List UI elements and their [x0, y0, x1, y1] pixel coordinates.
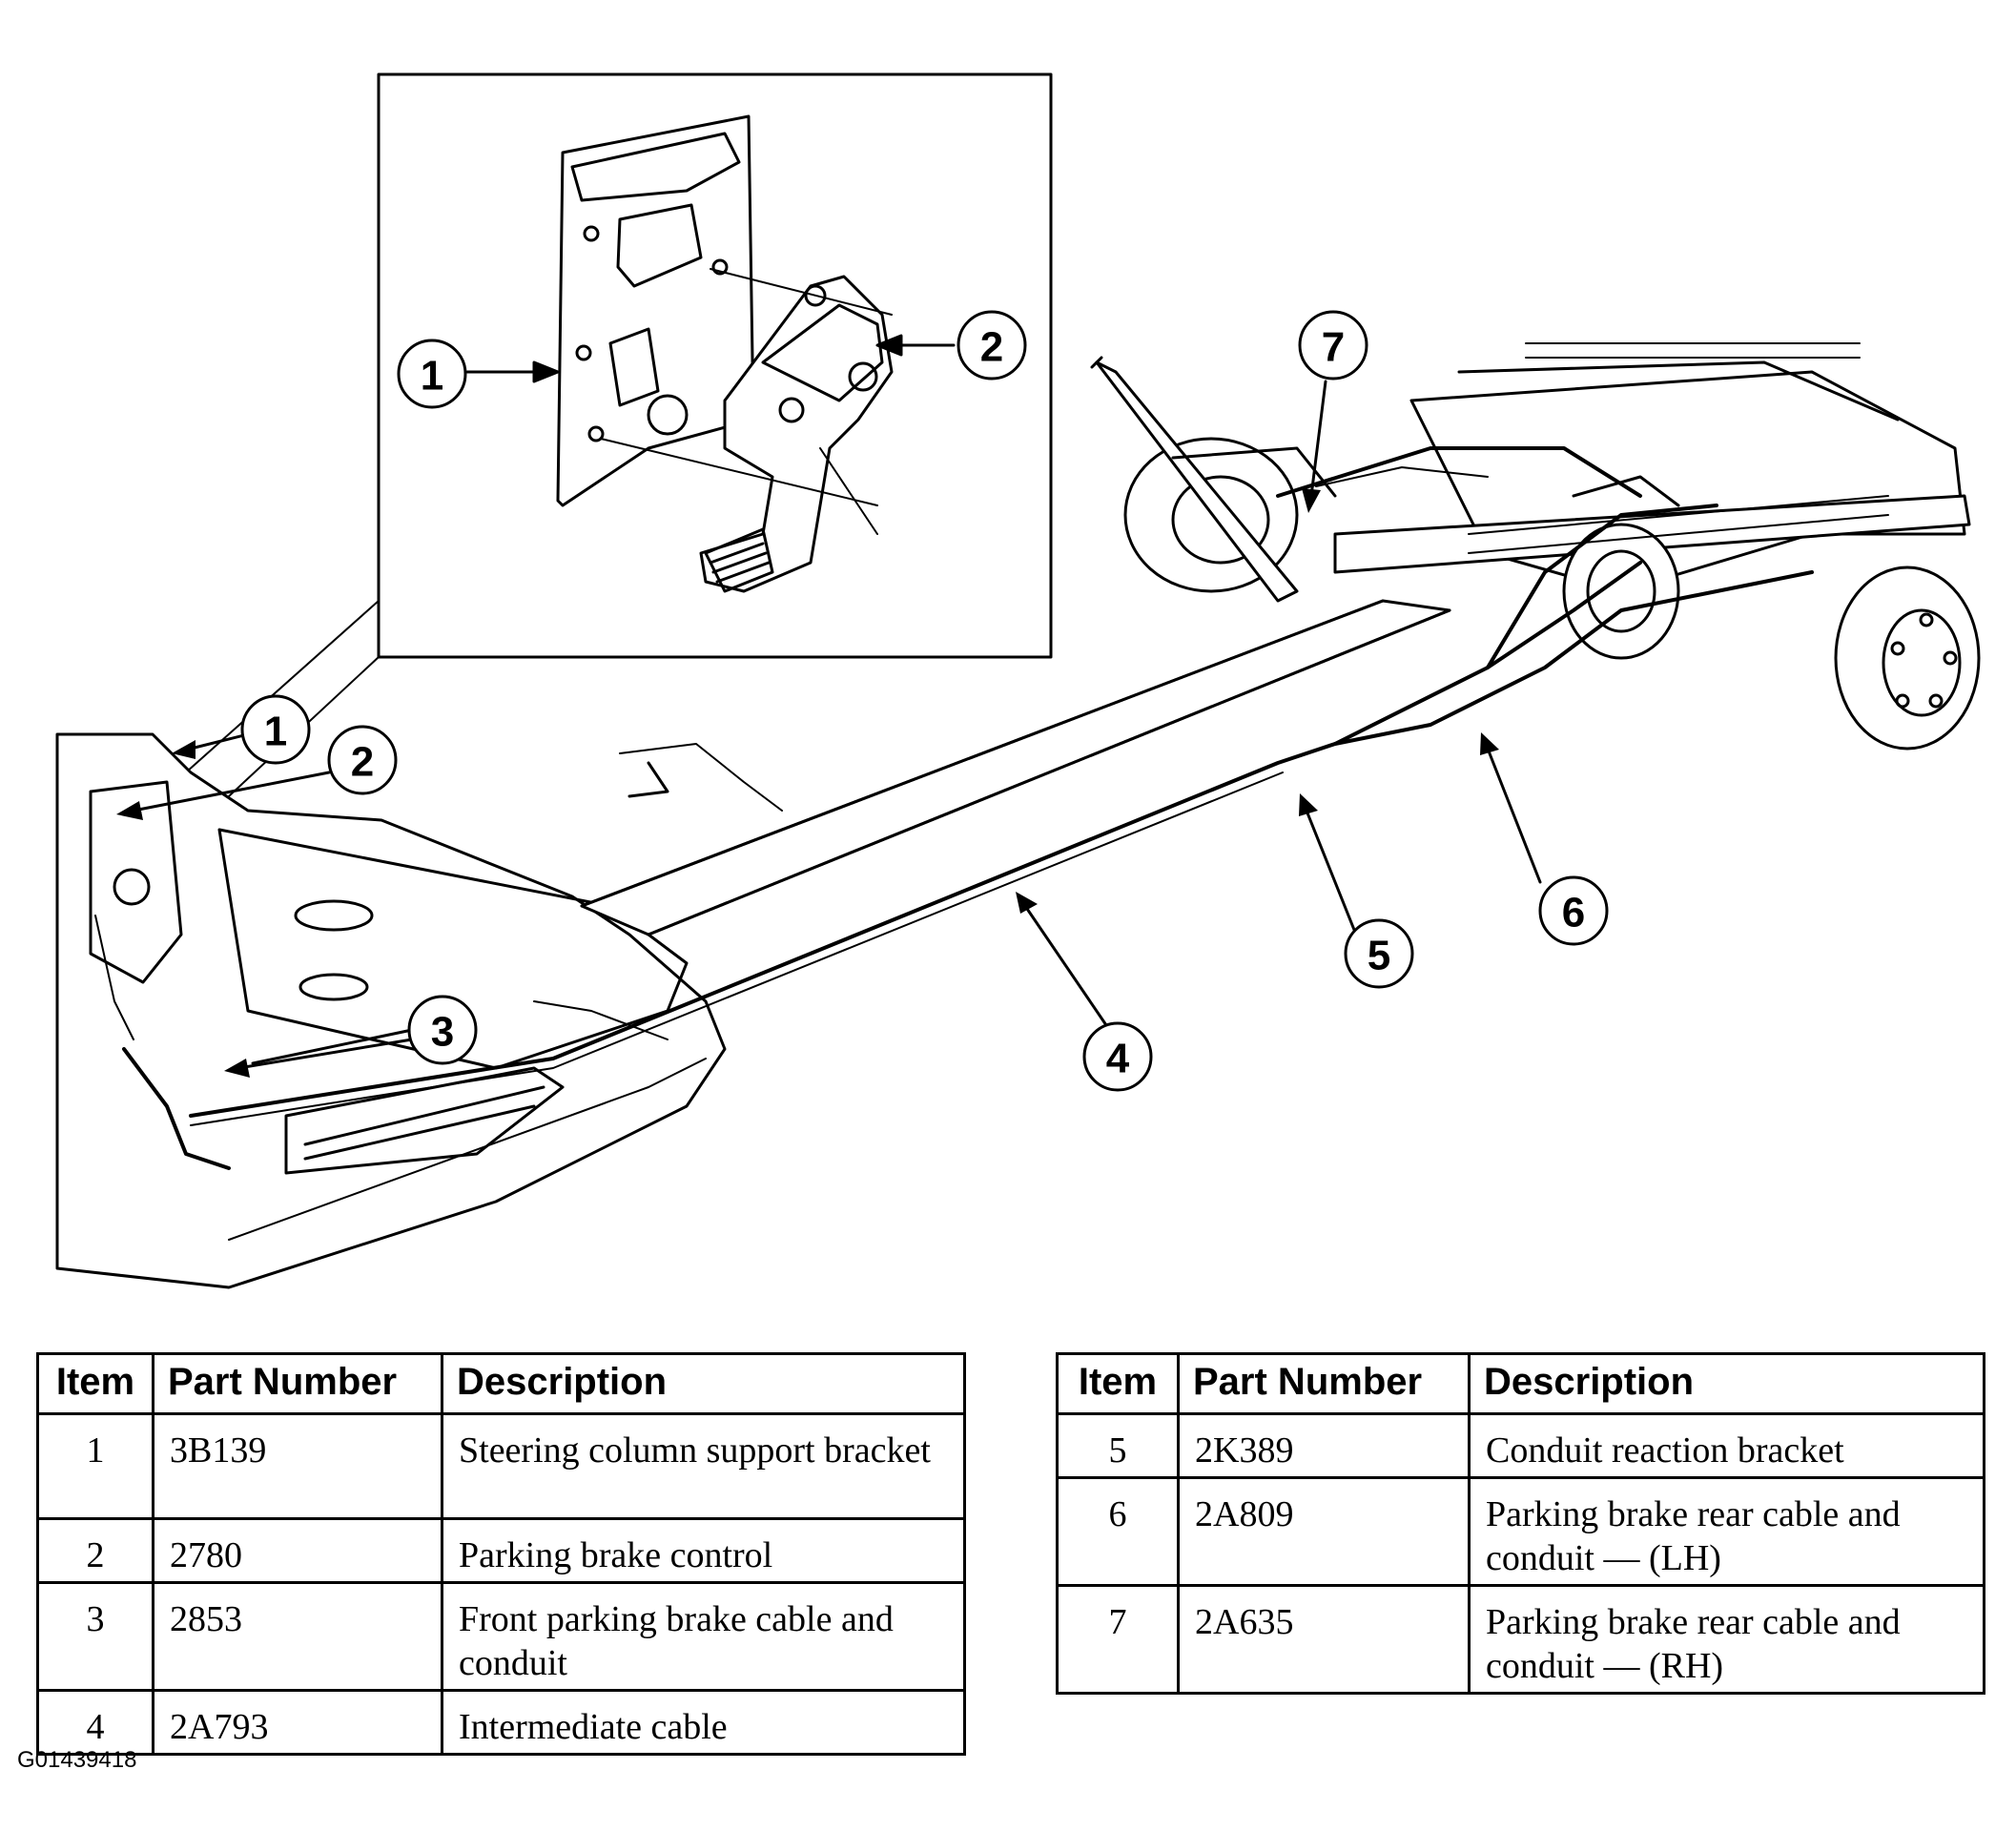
table-row: 4 2A793 Intermediate cable — [36, 1689, 966, 1756]
rear-axle — [1090, 342, 1981, 751]
part-number: 2853 — [152, 1581, 443, 1692]
callout-label-5: 5 — [1368, 933, 1390, 979]
callout-circle-4 — [1082, 1021, 1153, 1092]
part-description: Parking brake control — [441, 1517, 966, 1584]
callout-label-1: 1 — [264, 709, 287, 755]
part-description: Parking brake rear cable and conduit — (… — [1468, 1584, 1985, 1695]
table-header-row: Item Part Number Description — [1056, 1352, 1985, 1415]
callout-circle-5 — [1344, 918, 1414, 989]
table-row: 7 2A635 Parking brake rear cable and con… — [1056, 1584, 1985, 1695]
brake-cables — [94, 446, 1814, 1170]
part-number: 3B139 — [152, 1412, 443, 1520]
callout-label-3: 3 — [431, 1009, 454, 1056]
header-part-number: Part Number — [1177, 1352, 1471, 1415]
callout-circle-inset-1 — [397, 339, 467, 409]
part-number: 2A635 — [1177, 1584, 1471, 1695]
table-row: 5 2K389 Conduit reaction bracket — [1056, 1412, 1985, 1479]
header-item: Item — [36, 1352, 154, 1415]
part-number: 2K389 — [1177, 1412, 1471, 1479]
callout-circle-2 — [327, 725, 398, 795]
part-description: Intermediate cable — [441, 1689, 966, 1756]
header-description: Description — [1468, 1352, 1985, 1415]
callout-circle-inset-2 — [957, 310, 1027, 381]
cab-floor — [55, 732, 783, 1289]
callout-circle-1 — [240, 694, 311, 765]
callout-circle-6 — [1538, 875, 1609, 946]
callout-circles — [240, 310, 1609, 1092]
item-number: 4 — [36, 1689, 154, 1756]
table-row: 1 3B139 Steering column support bracket — [36, 1412, 966, 1520]
part-description: Steering column support bracket — [441, 1412, 966, 1520]
item-number: 3 — [36, 1581, 154, 1692]
part-number: 2A793 — [152, 1689, 443, 1756]
callout-label-4: 4 — [1106, 1036, 1130, 1082]
callout-label-7: 7 — [1322, 324, 1345, 371]
parts-table-right: Item Part Number Description 5 2K389 Con… — [1056, 1352, 1985, 1695]
table-row: 6 2A809 Parking brake rear cable and con… — [1056, 1476, 1985, 1587]
callout-label-2: 2 — [351, 739, 374, 786]
item-number: 6 — [1056, 1476, 1180, 1587]
figure-id: G01439418 — [17, 1747, 137, 1773]
table-row: 2 2780 Parking brake control — [36, 1517, 966, 1584]
part-description: Front parking brake cable and conduit — [441, 1581, 966, 1692]
inset-detail — [142, 72, 1053, 859]
part-description: Parking brake rear cable and conduit — (… — [1468, 1476, 1985, 1587]
item-number: 7 — [1056, 1584, 1180, 1695]
callout-circle-3 — [407, 995, 478, 1065]
table-header-row: Item Part Number Description — [36, 1352, 966, 1415]
frame-rail — [580, 599, 1451, 936]
inset-support-bracket — [556, 114, 755, 507]
header-part-number: Part Number — [152, 1352, 443, 1415]
part-description: Conduit reaction bracket — [1468, 1412, 1985, 1479]
item-number: 1 — [36, 1412, 154, 1520]
callout-arrows — [116, 380, 1542, 1078]
right-brake-drum — [1834, 566, 1981, 751]
parts-table-left: Item Part Number Description 1 3B139 Ste… — [36, 1352, 966, 1756]
header-description: Description — [441, 1352, 966, 1415]
callout-label-inset-1: 1 — [421, 353, 443, 400]
callout-circle-7 — [1298, 310, 1368, 381]
item-number: 5 — [1056, 1412, 1180, 1479]
parking-brake-diagram: 1 2 1 2 3 4 5 6 7 — [55, 72, 1981, 1289]
table-row: 3 2853 Front parking brake cable and con… — [36, 1581, 966, 1692]
part-number: 2780 — [152, 1517, 443, 1584]
inset-brake-control — [699, 275, 894, 593]
item-number: 2 — [36, 1517, 154, 1584]
callout-label-6: 6 — [1562, 890, 1585, 936]
part-number: 2A809 — [1177, 1476, 1471, 1587]
header-item: Item — [1056, 1352, 1180, 1415]
callout-label-inset-2: 2 — [980, 324, 1003, 371]
